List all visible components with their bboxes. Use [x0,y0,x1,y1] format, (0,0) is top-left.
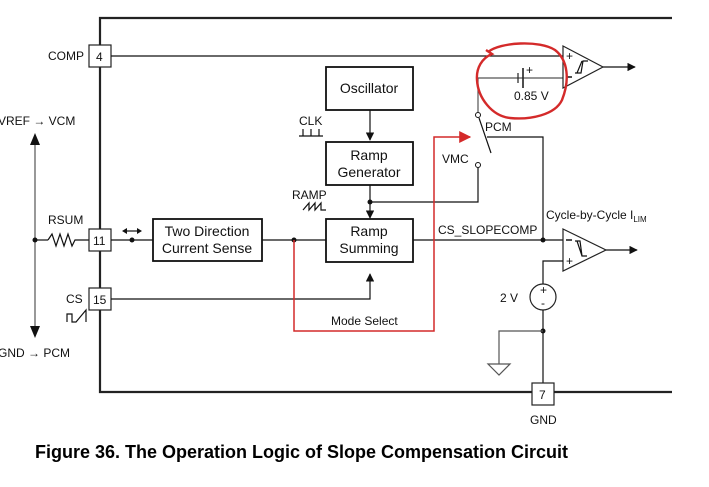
mode-select-path [293,131,472,332]
svg-text:+: + [566,254,573,268]
ground-icon [486,363,512,376]
gnd-label: GND [530,413,557,427]
svg-text:Ramp: Ramp [350,223,388,239]
hysteresis-icon [575,240,587,257]
pin-gnd-number: 7 [539,388,546,402]
mode-select-label: Mode Select [331,314,398,328]
mode-switch [478,117,492,154]
hysteresis-icon [575,60,588,74]
svg-text:Oscillator: Oscillator [340,80,399,96]
pin-comp: COMP 4 [48,44,112,68]
svg-text:Generator: Generator [337,164,400,180]
resistor-icon [47,232,89,248]
ilim-comparator: + [562,228,608,272]
ilim-label: Cycle-by-Cycle ILIM [546,208,647,224]
offset-voltage-label: 0.85 V [514,89,549,103]
cs-waveform-icon [66,308,87,323]
arrow-down-icon [30,326,40,338]
cs-label: CS [66,292,83,306]
bidirectional-arrow-icon [122,228,142,234]
current-sense-block: Two Direction Current Sense [152,218,263,262]
svg-text:+: + [566,49,573,63]
battery-0-85v: + 0.85 V [514,63,549,103]
pin-rsum-number: 11 [93,234,106,248]
pin-comp-number: 4 [96,50,103,64]
pin-cs-number: 15 [93,293,107,307]
figure-caption: Figure 36. The Operation Logic of Slope … [35,442,568,462]
vref-vcm-label: VREF → VCM [0,114,75,128]
svg-text:Two Direction: Two Direction [165,223,250,239]
highlight-circle-annotation [475,42,568,120]
svg-text:+: + [540,283,547,297]
pwm-comparator: + [562,45,605,89]
ramp-waveform-icon [302,201,326,212]
svg-text:Ramp: Ramp [350,147,388,163]
rsum-label: RSUM [48,213,83,227]
oscillator-block: Oscillator [325,66,414,111]
clock-waveform-icon [299,129,323,137]
cs-slopecomp-label: CS_SLOPECOMP [438,223,537,237]
voltage-source-2v: + - 2 V [500,283,557,311]
clk-label: CLK [299,114,322,128]
ramp-generator-block: Ramp Generator [325,141,414,186]
svg-text:Summing: Summing [339,240,398,256]
pin-cs: 15 [88,287,112,311]
gnd-pcm-label: GND → PCM [0,346,70,360]
ramp-label: RAMP [292,188,327,202]
svg-text:+: + [526,63,533,77]
pcm-terminal [475,112,481,118]
vmc-terminal [475,162,481,168]
arrow-up-icon [30,133,40,145]
svg-text:Current Sense: Current Sense [162,240,252,256]
pin-comp-label: COMP [48,49,84,63]
vmc-label: VMC [442,152,469,166]
pin-rsum: 11 [88,228,112,252]
ic-outline [98,16,672,394]
pcm-label: PCM [485,120,512,134]
ramp-summing-block: Ramp Summing [325,218,414,263]
ref-voltage-label: 2 V [500,291,518,305]
svg-text:-: - [541,296,545,310]
pin-gnd: 7 GND [530,382,557,427]
